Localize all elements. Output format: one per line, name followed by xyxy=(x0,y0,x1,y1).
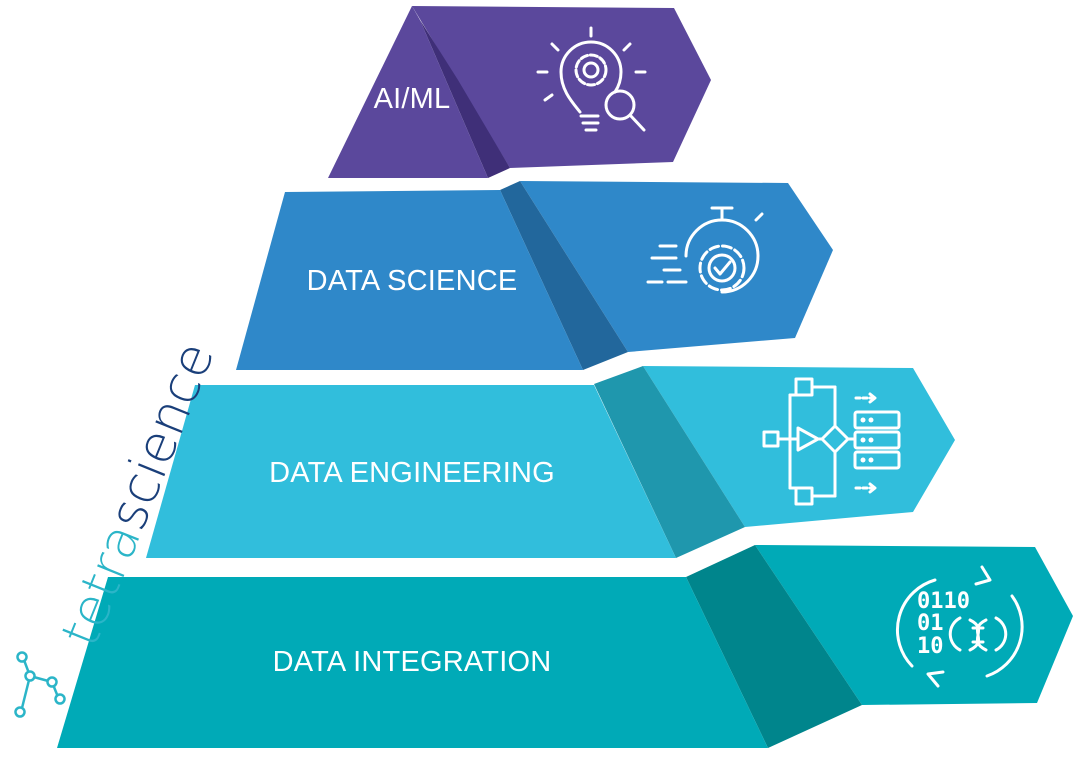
binary-row-1: 0110 xyxy=(917,589,970,614)
tier-data-science-label: DATA SCIENCE xyxy=(307,265,518,297)
binary-row-3: 10 xyxy=(917,634,944,659)
tier-ai-ml-shadow xyxy=(420,20,510,178)
molecule-icon xyxy=(14,651,66,718)
tier-data-science: DATA SCIENCE xyxy=(236,181,833,370)
tier-data-science-shadow xyxy=(500,181,628,370)
binary-dna-cycle-icon: 0110 01 10 xyxy=(896,565,1024,688)
stopwatch-gear-check-icon xyxy=(646,206,764,294)
tier-data-integration: DATA INTEGRATION 0110 01 10 xyxy=(57,545,1073,748)
tier-ai-ml-face xyxy=(328,6,488,178)
tier-data-engineering: DATA ENGINEERING xyxy=(146,366,955,558)
tier-ai-ml: AI/ML xyxy=(328,6,711,178)
data-pipeline-servers-icon xyxy=(762,377,901,506)
tier-data-science-arrow xyxy=(520,181,833,352)
tier-data-engineering-face xyxy=(146,385,676,558)
binary-row-2: 01 xyxy=(917,611,944,636)
tier-data-engineering-label: DATA ENGINEERING xyxy=(269,457,555,489)
tier-ai-ml-arrow xyxy=(412,6,711,168)
tier-data-engineering-shadow xyxy=(594,366,745,558)
tier-data-integration-shadow xyxy=(686,545,862,748)
tier-data-integration-label: DATA INTEGRATION xyxy=(273,646,552,678)
lightbulb-gear-magnifier-icon xyxy=(536,26,647,132)
tier-data-integration-arrow xyxy=(755,545,1073,705)
tier-data-science-face xyxy=(236,190,583,370)
tier-ai-ml-label: AI/ML xyxy=(374,83,451,115)
tier-data-integration-face xyxy=(57,577,768,748)
